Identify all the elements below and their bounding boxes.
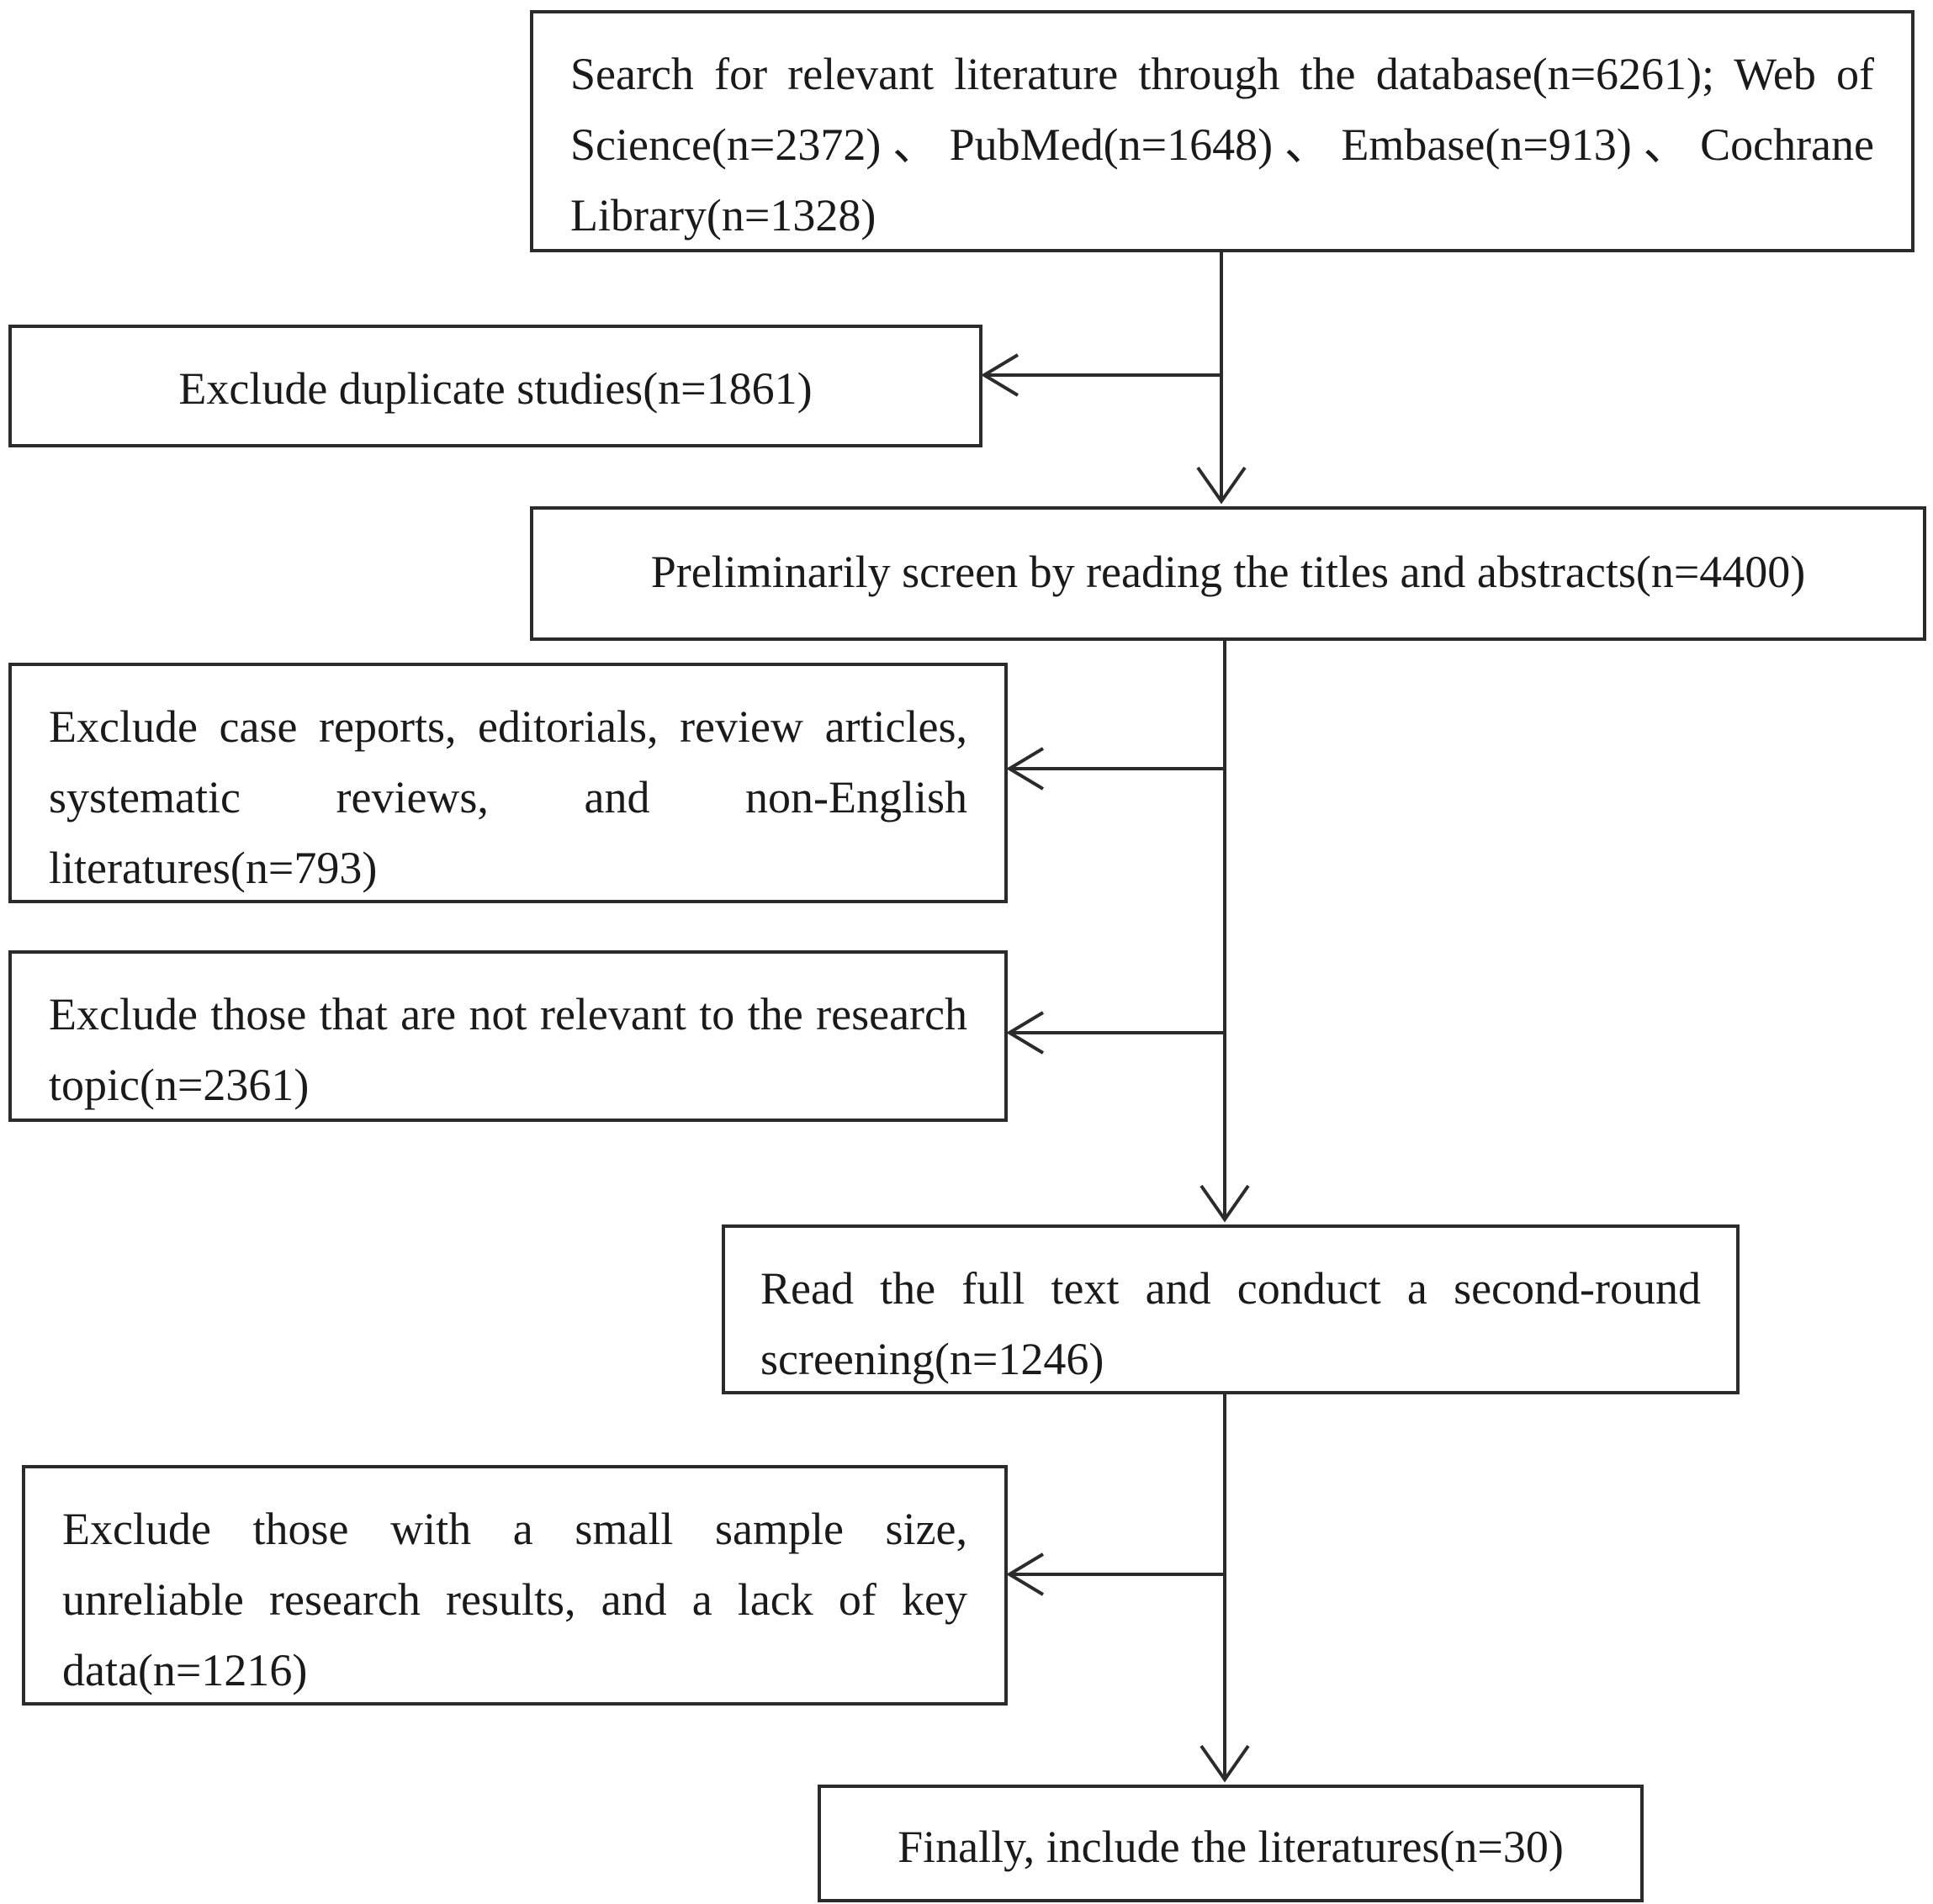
- arrowhead-small-sample: [1006, 1552, 1045, 1596]
- arrowhead-case-reports: [1006, 747, 1045, 791]
- exclude-small-sample-node: Exclude those with a small sample size, …: [22, 1465, 1008, 1706]
- exclude-duplicates-node: Exclude duplicate studies(n=1861): [8, 325, 982, 447]
- full-text-screen-text: Read the full text and conduct a second-…: [760, 1263, 1701, 1384]
- exclude-not-relevant-text: Exclude those that are not relevant to t…: [49, 989, 967, 1110]
- search-node-text: Search for relevant literature through t…: [570, 49, 1874, 241]
- full-text-screen-node: Read the full text and conduct a second-…: [722, 1224, 1740, 1394]
- exclude-duplicates-text: Exclude duplicate studies(n=1861): [178, 363, 813, 414]
- exclude-small-sample-text: Exclude those with a small sample size, …: [62, 1504, 967, 1695]
- search-node: Search for relevant literature through t…: [530, 10, 1914, 252]
- arrowhead-to-preliminary: [1196, 466, 1247, 505]
- arrowhead-to-full-text: [1200, 1184, 1250, 1223]
- arrowhead-to-final: [1200, 1744, 1250, 1783]
- preliminary-screen-text: Preliminarily screen by reading the titl…: [650, 547, 1806, 597]
- exclude-case-reports-node: Exclude case reports, editorials, review…: [8, 663, 1008, 903]
- arrowhead-not-relevant: [1006, 1011, 1045, 1055]
- final-include-node: Finally, include the literatures(n=30): [818, 1785, 1644, 1902]
- exclude-not-relevant-node: Exclude those that are not relevant to t…: [8, 950, 1008, 1122]
- arrowhead-duplicates: [981, 353, 1019, 397]
- preliminary-screen-node: Preliminarily screen by reading the titl…: [530, 506, 1926, 641]
- final-include-text: Finally, include the literatures(n=30): [898, 1822, 1564, 1872]
- exclude-case-reports-text: Exclude case reports, editorials, review…: [49, 701, 967, 893]
